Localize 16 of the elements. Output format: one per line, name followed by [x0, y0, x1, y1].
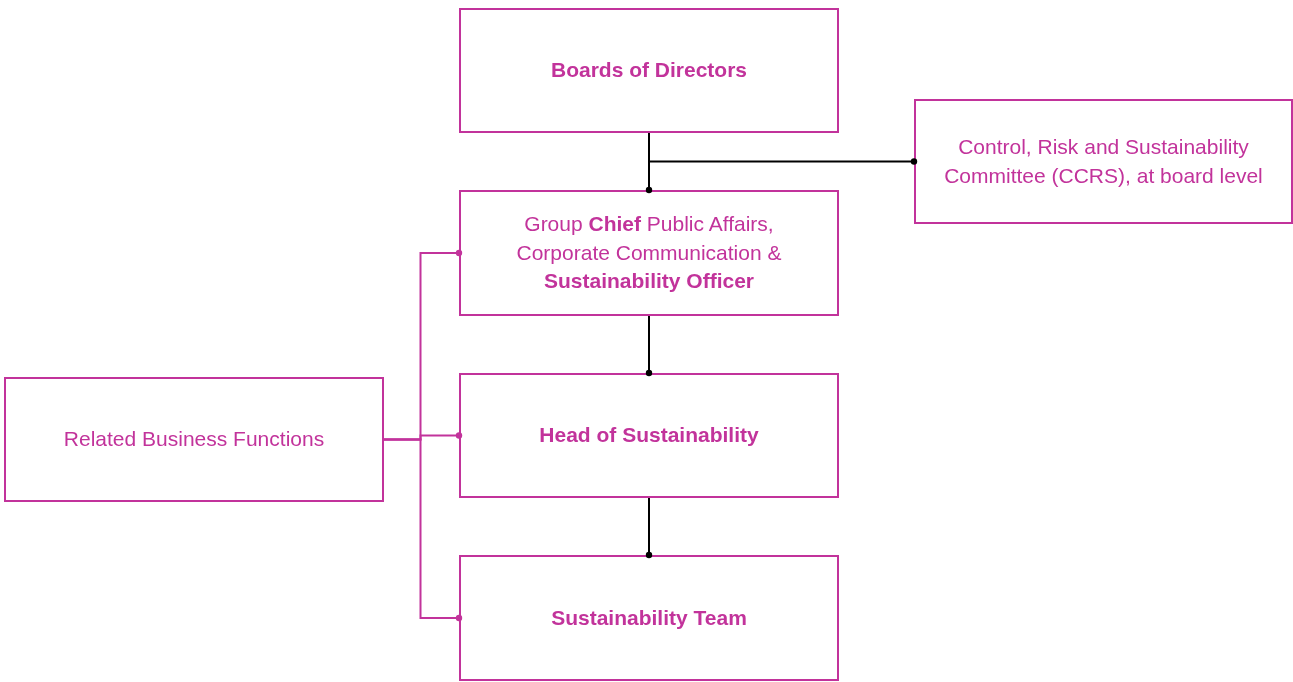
org-box [914, 99, 1293, 224]
org-box [4, 377, 384, 502]
org-box [459, 8, 839, 133]
connector-line [645, 497, 653, 559]
box-label: Group Chief Public Affairs, Corporate Communication & Sustainability Officer [515, 210, 783, 295]
connector-line [648, 132, 918, 165]
box-label: Sustainability Team [551, 604, 747, 631]
connector-line [383, 438, 463, 622]
box-label: Boards of Directors [550, 57, 747, 83]
connector-line [645, 315, 653, 377]
org-box [459, 190, 839, 316]
box-label: Head of Sustainability [539, 422, 759, 448]
org-box [459, 555, 839, 681]
box-label: Related Business Functions [63, 426, 325, 452]
box-label: Control, Risk and Sustainability Committee (CCRS), at board level [943, 133, 1264, 189]
org-box [459, 373, 839, 498]
